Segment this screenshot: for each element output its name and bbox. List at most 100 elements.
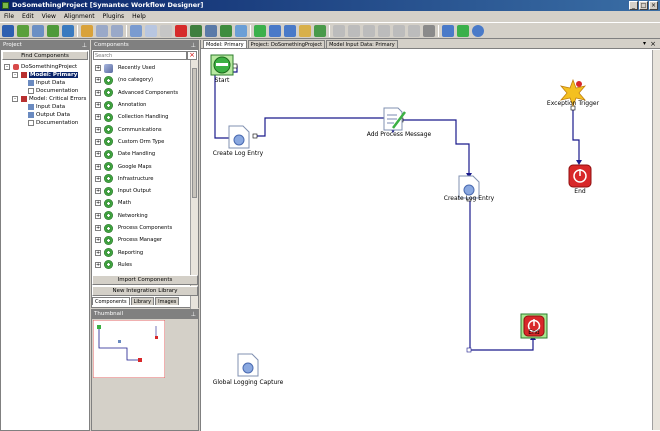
zoom-out-icon[interactable] [284, 24, 296, 37]
category-no-category[interactable]: +(no category) [95, 75, 154, 85]
tab-images[interactable]: Images [155, 297, 180, 305]
create-log-entry-node-1[interactable] [228, 125, 250, 149]
create-log-entry-node-2[interactable] [458, 175, 480, 199]
copy-icon[interactable] [130, 24, 142, 37]
canvas-vertical-scrollbar[interactable] [652, 50, 660, 430]
align-bottom-icon[interactable] [363, 24, 375, 37]
category-recently-used[interactable]: +Recently Used [95, 63, 156, 73]
global-logging-capture-node[interactable] [237, 353, 259, 377]
tree-item-output-data[interactable]: Output Data [4, 111, 89, 119]
distribute-icon[interactable] [348, 24, 360, 37]
maximize-button[interactable]: □ [639, 1, 648, 10]
open-icon[interactable] [32, 24, 44, 37]
tree-item-model-primary[interactable]: -Model: Primary [4, 71, 89, 79]
category-input-output[interactable]: +Input Output [95, 186, 152, 196]
tree-item-documentation[interactable]: Documentation [4, 119, 89, 127]
publish-icon[interactable] [17, 24, 29, 37]
tree-item-documentation[interactable]: Documentation [4, 87, 89, 95]
tab-library[interactable]: Library [130, 297, 155, 305]
paste-icon[interactable] [145, 24, 157, 37]
import-components-button[interactable]: Import Components [92, 275, 198, 285]
new-icon[interactable] [47, 24, 59, 37]
grid-icon[interactable] [423, 24, 435, 37]
component-icon[interactable] [190, 24, 202, 37]
align-center-icon[interactable] [393, 24, 405, 37]
clear-search-icon[interactable]: × [187, 51, 197, 60]
category-google-maps[interactable]: +Google Maps [95, 162, 152, 172]
help-icon[interactable] [472, 24, 484, 37]
tab-model-input-data[interactable]: Model Input Data: Primary [326, 40, 398, 48]
close-tab-icon[interactable]: × [650, 40, 656, 48]
redo-icon[interactable] [111, 24, 123, 37]
check-icon[interactable] [254, 24, 266, 37]
save-icon[interactable] [2, 24, 14, 37]
align-left-icon[interactable] [378, 24, 390, 37]
menu-alignment[interactable]: Alignment [63, 13, 95, 20]
thumbnail-preview[interactable] [93, 320, 165, 378]
add-process-message-node[interactable] [383, 107, 406, 131]
category-process-manager[interactable]: +Process Manager [95, 235, 163, 245]
category-custom-orm[interactable]: +Custom Orm Type [95, 137, 165, 147]
scroll-thumb[interactable] [192, 68, 197, 198]
category-date-handling[interactable]: +Date Handling [95, 149, 156, 159]
menu-edit[interactable]: Edit [22, 13, 34, 20]
tree-item-input-data[interactable]: Input Data [4, 103, 89, 111]
tree-item-input-data[interactable]: Input Data [4, 79, 89, 87]
fit-icon[interactable] [299, 24, 311, 37]
minimize-button[interactable]: _ [629, 1, 638, 10]
plugin-icon[interactable] [457, 24, 469, 37]
end-node-bottom[interactable] [520, 313, 548, 339]
menu-plugins[interactable]: Plugins [102, 13, 125, 20]
close-button[interactable]: × [649, 1, 658, 10]
category-math[interactable]: +Math [95, 198, 131, 208]
category-communications[interactable]: +Communications [95, 125, 162, 135]
category-reporting[interactable]: +Reporting [95, 248, 144, 258]
pin-icon[interactable]: ⊥ [190, 42, 196, 49]
pin-icon[interactable]: ⊥ [190, 311, 196, 318]
exception-trigger-node[interactable] [559, 78, 587, 108]
report-icon[interactable] [442, 24, 454, 37]
category-collection[interactable]: +Collection Handling [95, 112, 169, 122]
connector-exception-end[interactable] [572, 108, 580, 162]
workflow-canvas[interactable] [201, 50, 653, 428]
menu-view[interactable]: View [41, 13, 56, 20]
tab-model-primary[interactable]: Model: Primary [203, 40, 247, 48]
tab-list-icon[interactable]: ▾ [642, 40, 646, 47]
connector-log2-end[interactable] [469, 200, 534, 351]
category-rules[interactable]: +Rules [95, 260, 132, 270]
doc-icon[interactable] [235, 24, 247, 37]
start-node[interactable] [210, 54, 234, 76]
tab-project[interactable]: Project: DoSomethingProject [247, 40, 326, 48]
menu-help[interactable]: Help [132, 13, 146, 20]
find-components-button[interactable]: Find Components [2, 51, 88, 60]
bend-handle[interactable] [466, 347, 472, 353]
menu-file[interactable]: File [4, 13, 15, 20]
output-port[interactable] [232, 63, 238, 69]
output-port[interactable] [252, 133, 258, 139]
delete-icon[interactable] [175, 24, 187, 37]
network-icon[interactable] [205, 24, 217, 37]
category-annotation[interactable]: +Annotation [95, 100, 147, 110]
align-icon[interactable] [333, 24, 345, 37]
search-input[interactable] [93, 51, 187, 60]
category-process-components[interactable]: +Process Components [95, 223, 173, 233]
tree-item-model-critical[interactable]: -Model: Critical Errors [4, 95, 89, 103]
pin-icon[interactable]: ⊥ [81, 42, 87, 49]
end-node-top[interactable] [568, 164, 592, 188]
undo-icon[interactable] [96, 24, 108, 37]
category-networking[interactable]: +Networking [95, 211, 148, 221]
tree-item-project[interactable]: -DoSomethingProject [4, 63, 89, 71]
category-infrastructure[interactable]: +Infrastructure [95, 174, 154, 184]
category-advanced[interactable]: +Advanced Components [95, 88, 179, 98]
connector-add-log2[interactable] [401, 119, 470, 175]
components-scrollbar[interactable] [190, 60, 198, 314]
new-integration-library-button[interactable]: New Integration Library [92, 286, 198, 296]
tree-icon[interactable] [220, 24, 232, 37]
run-icon[interactable] [62, 24, 74, 37]
wand-icon[interactable] [81, 24, 93, 37]
cut-icon[interactable] [160, 24, 172, 37]
align-right-icon[interactable] [408, 24, 420, 37]
zoom-in-icon[interactable] [269, 24, 281, 37]
tab-components[interactable]: Components [92, 297, 130, 305]
refresh-icon[interactable] [314, 24, 326, 37]
